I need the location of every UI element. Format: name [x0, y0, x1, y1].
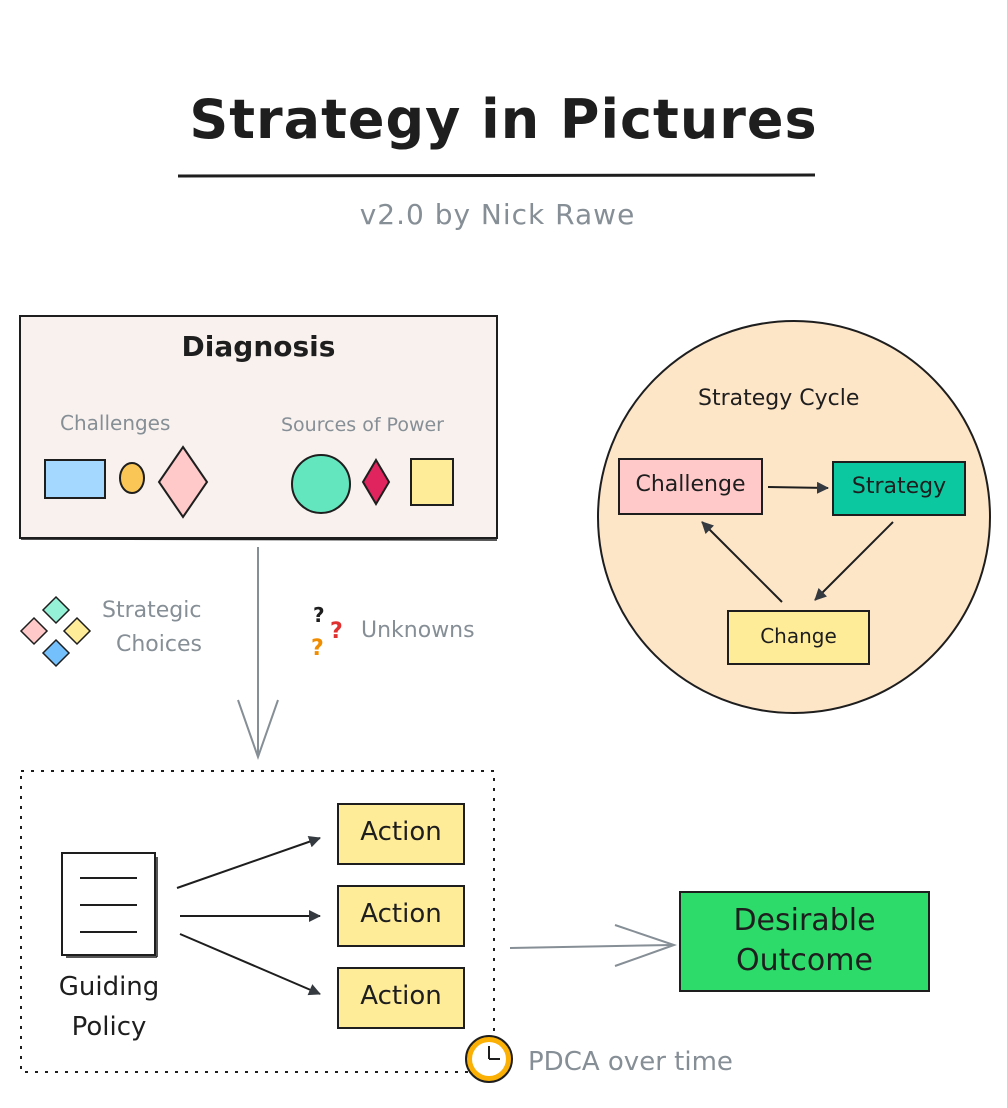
execution-frame — [20, 770, 495, 1073]
clock-icon — [465, 1035, 513, 1083]
strategic-choices-label-line-2: Choices — [116, 632, 202, 657]
challenge-diamond-shape — [157, 445, 209, 519]
desirable-outcome-box — [679, 891, 930, 992]
actions-to-outcome-arrow — [509, 944, 673, 949]
cycle-challenge-label: Challenge — [635, 472, 746, 497]
strategic-choices-icon — [19, 595, 92, 668]
action-label-3: Action — [360, 981, 442, 1011]
action-box-3 — [337, 967, 465, 1029]
cycle-change-box — [727, 610, 870, 665]
cycle-change-label: Change — [760, 624, 837, 648]
guiding-policy-document-icon — [61, 852, 158, 958]
action-label-1: Action — [360, 817, 442, 847]
challenges-label: Challenges — [60, 411, 171, 435]
svg-text:?: ? — [313, 603, 325, 627]
strategy-cycle-title: Strategy Cycle — [698, 386, 860, 411]
guiding-policy-label-line-2: Policy — [71, 1012, 147, 1042]
title-underline — [177, 173, 816, 178]
challenge-circle-shape — [119, 462, 145, 494]
cycle-strategy-label: Strategy — [851, 474, 947, 499]
sources-of-power-label: Sources of Power — [281, 414, 444, 436]
policy-to-action-1-arrow — [176, 835, 321, 889]
page-title: Strategy in Pictures — [189, 88, 818, 151]
strategy-cycle-circle — [597, 320, 991, 714]
svg-text:?: ? — [330, 619, 343, 644]
cycle-strategy-box — [832, 461, 966, 516]
action-box-1 — [337, 803, 465, 865]
power-diamond-shape — [361, 458, 391, 506]
svg-text:?: ? — [311, 636, 324, 661]
diagnosis-box-shadow — [20, 538, 498, 541]
policy-to-action-3-arrow — [179, 933, 321, 996]
challenge-rectangle-shape — [44, 459, 106, 499]
unknowns-question-icon: ? ? ? — [311, 603, 343, 661]
strategy-to-change-arrow — [814, 521, 894, 601]
outcome-label-line-1: Desirable — [733, 903, 876, 938]
power-circle-shape — [291, 454, 351, 514]
action-box-2 — [337, 885, 465, 947]
cycle-challenge-box — [618, 458, 763, 515]
strategic-choices-label-line-1: Strategic — [102, 598, 202, 623]
outcome-label-line-2: Outcome — [736, 943, 873, 978]
unknowns-label: Unknowns — [361, 618, 475, 643]
challenge-to-strategy-arrow — [767, 481, 829, 494]
diagnosis-title: Diagnosis — [181, 330, 336, 363]
change-to-challenge-arrow — [701, 521, 783, 603]
action-label-2: Action — [360, 899, 442, 929]
guiding-policy-label-line-1: Guiding — [58, 972, 160, 1002]
page-subtitle: v2.0 by Nick Rawe — [359, 198, 636, 231]
power-square-shape — [410, 458, 454, 506]
pdca-label: PDCA over time — [528, 1047, 733, 1077]
